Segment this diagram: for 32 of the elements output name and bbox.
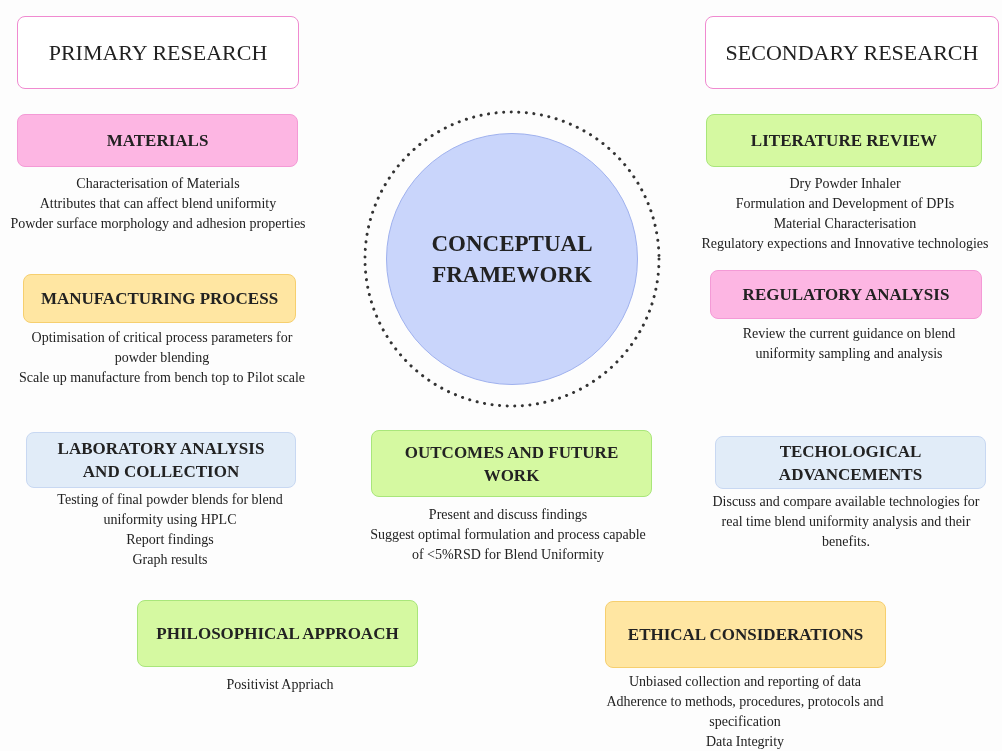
description-text: Review the current guidance on blend uniformity sampling and analysis: [741, 325, 957, 363]
topic-box: ETHICAL CONSIDERATIONS: [605, 601, 886, 668]
topic-box: LABORATORY ANALYSIS AND COLLECTION: [26, 432, 296, 488]
topic-box: MATERIALS: [17, 114, 298, 167]
description-text: Optimisation of critical process parameters for powder blending: [30, 329, 294, 367]
topic-box: PHILOSOPHICAL APPROACH: [137, 600, 418, 667]
topic-box: MANUFACTURING PROCESS: [23, 274, 296, 323]
heading-box: PRIMARY RESEARCH: [17, 16, 299, 89]
topic-box: LITERATURE REVIEW: [706, 114, 982, 167]
heading-box: SECONDARY RESEARCH: [705, 16, 999, 89]
description-text: Report findings: [125, 531, 215, 549]
description-text: Dry Powder Inhaler: [788, 175, 902, 193]
description-text: Powder surface morphology and adhesion properties: [9, 215, 307, 233]
description-text: Regulatory expections and Innovative technologies: [700, 235, 990, 253]
central-circle: CONCEPTUAL FRAMEWORK: [386, 133, 638, 385]
description-text: Adherence to methods, procedures, protocols and specification: [605, 693, 885, 731]
description-text: Data Integrity: [704, 733, 786, 751]
description-text: Formulation and Development of DPIs: [734, 195, 956, 213]
description-text: Present and discuss findings: [427, 506, 589, 524]
description-text: Material Characterisation: [772, 215, 918, 233]
description-text: Suggest optimal formulation and process capable of <5%RSD for Blend Uniformity: [369, 526, 647, 564]
description-text: Attributes that can affect blend uniformity: [38, 195, 278, 213]
description-text: Graph results: [131, 551, 209, 569]
topic-box: TECHOLOGICAL ADVANCEMENTS: [715, 436, 986, 489]
description-text: Characterisation of Materials: [75, 175, 241, 193]
description-text: Unbiased collection and reporting of data: [627, 673, 863, 691]
topic-box: REGULATORY ANALYSIS: [710, 270, 982, 319]
description-text: Positivist Appriach: [225, 676, 335, 694]
description-text: Testing of final powder blends for blend uniformity using HPLC: [56, 491, 284, 529]
topic-box: OUTCOMES AND FUTURE WORK: [371, 430, 652, 497]
description-text: Discuss and compare available technologies for real time blend uniformity analysis and their benefits.: [711, 493, 981, 551]
description-text: Scale up manufacture from bench top to Pilot scale: [17, 369, 307, 387]
